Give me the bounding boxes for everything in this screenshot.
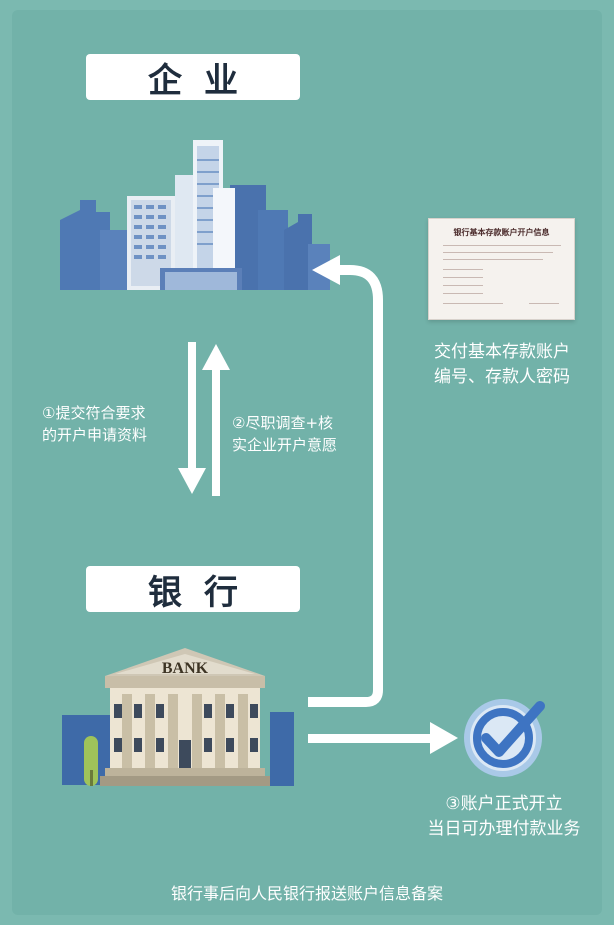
footer-note: 银行事后向人民银行报送账户信息备案: [170, 884, 443, 903]
bank-building-icon: BANK: [62, 648, 294, 786]
bank-title-text: 银行: [148, 572, 260, 613]
certificate-icon: 银行基本存款账户开户信息: [428, 218, 575, 320]
certificate-title: 银行基本存款账户开户信息: [453, 228, 550, 237]
certificate-line: [443, 303, 503, 304]
bank-sign-text: BANK: [162, 660, 209, 677]
arrow-down-icon: [178, 342, 206, 494]
certificate-line: [443, 252, 553, 253]
certificate-caption: 交付基本存款账户 编号、存款人密码: [412, 340, 592, 390]
step2-line1: ②尽职调查+核: [232, 414, 334, 432]
step1-line2: 的开户申请资料: [42, 426, 148, 444]
step1-label: ①提交符合要求 的开户申请资料: [42, 402, 182, 446]
certificate-line: [529, 303, 559, 304]
enterprise-title-text: 企业: [148, 60, 260, 101]
step1-line1: ①提交符合要求: [42, 404, 146, 422]
step2-label: ②尽职调查+核 实企业开户意愿: [232, 412, 372, 456]
step3-line1: ③账户正式开立: [445, 794, 563, 814]
certificate-line: [443, 259, 543, 260]
arrow-up-icon: [202, 344, 230, 496]
step3-label: ③账户正式开立 当日可办理付款业务: [404, 792, 604, 842]
step3-line2: 当日可办理付款业务: [427, 819, 581, 839]
bank-title: 银行: [86, 566, 300, 613]
enterprise-title: 企业: [86, 54, 300, 101]
certificate-caption-line1: 交付基本存款账户: [434, 342, 570, 362]
step2-line2: 实企业开户意愿: [232, 436, 338, 454]
certificate-line: [443, 245, 561, 246]
certificate-caption-line2: 编号、存款人密码: [434, 367, 570, 387]
certificate-line: [443, 277, 483, 278]
city-skyline-icon: [60, 140, 330, 290]
check-circle-icon: [464, 699, 545, 777]
certificate-line: [443, 293, 483, 294]
bank-to-check-arrow: [308, 722, 458, 754]
certificate-line: [443, 285, 483, 286]
return-arrow-head: [312, 255, 340, 285]
certificate-line: [443, 269, 483, 270]
return-arrow: [308, 265, 383, 707]
